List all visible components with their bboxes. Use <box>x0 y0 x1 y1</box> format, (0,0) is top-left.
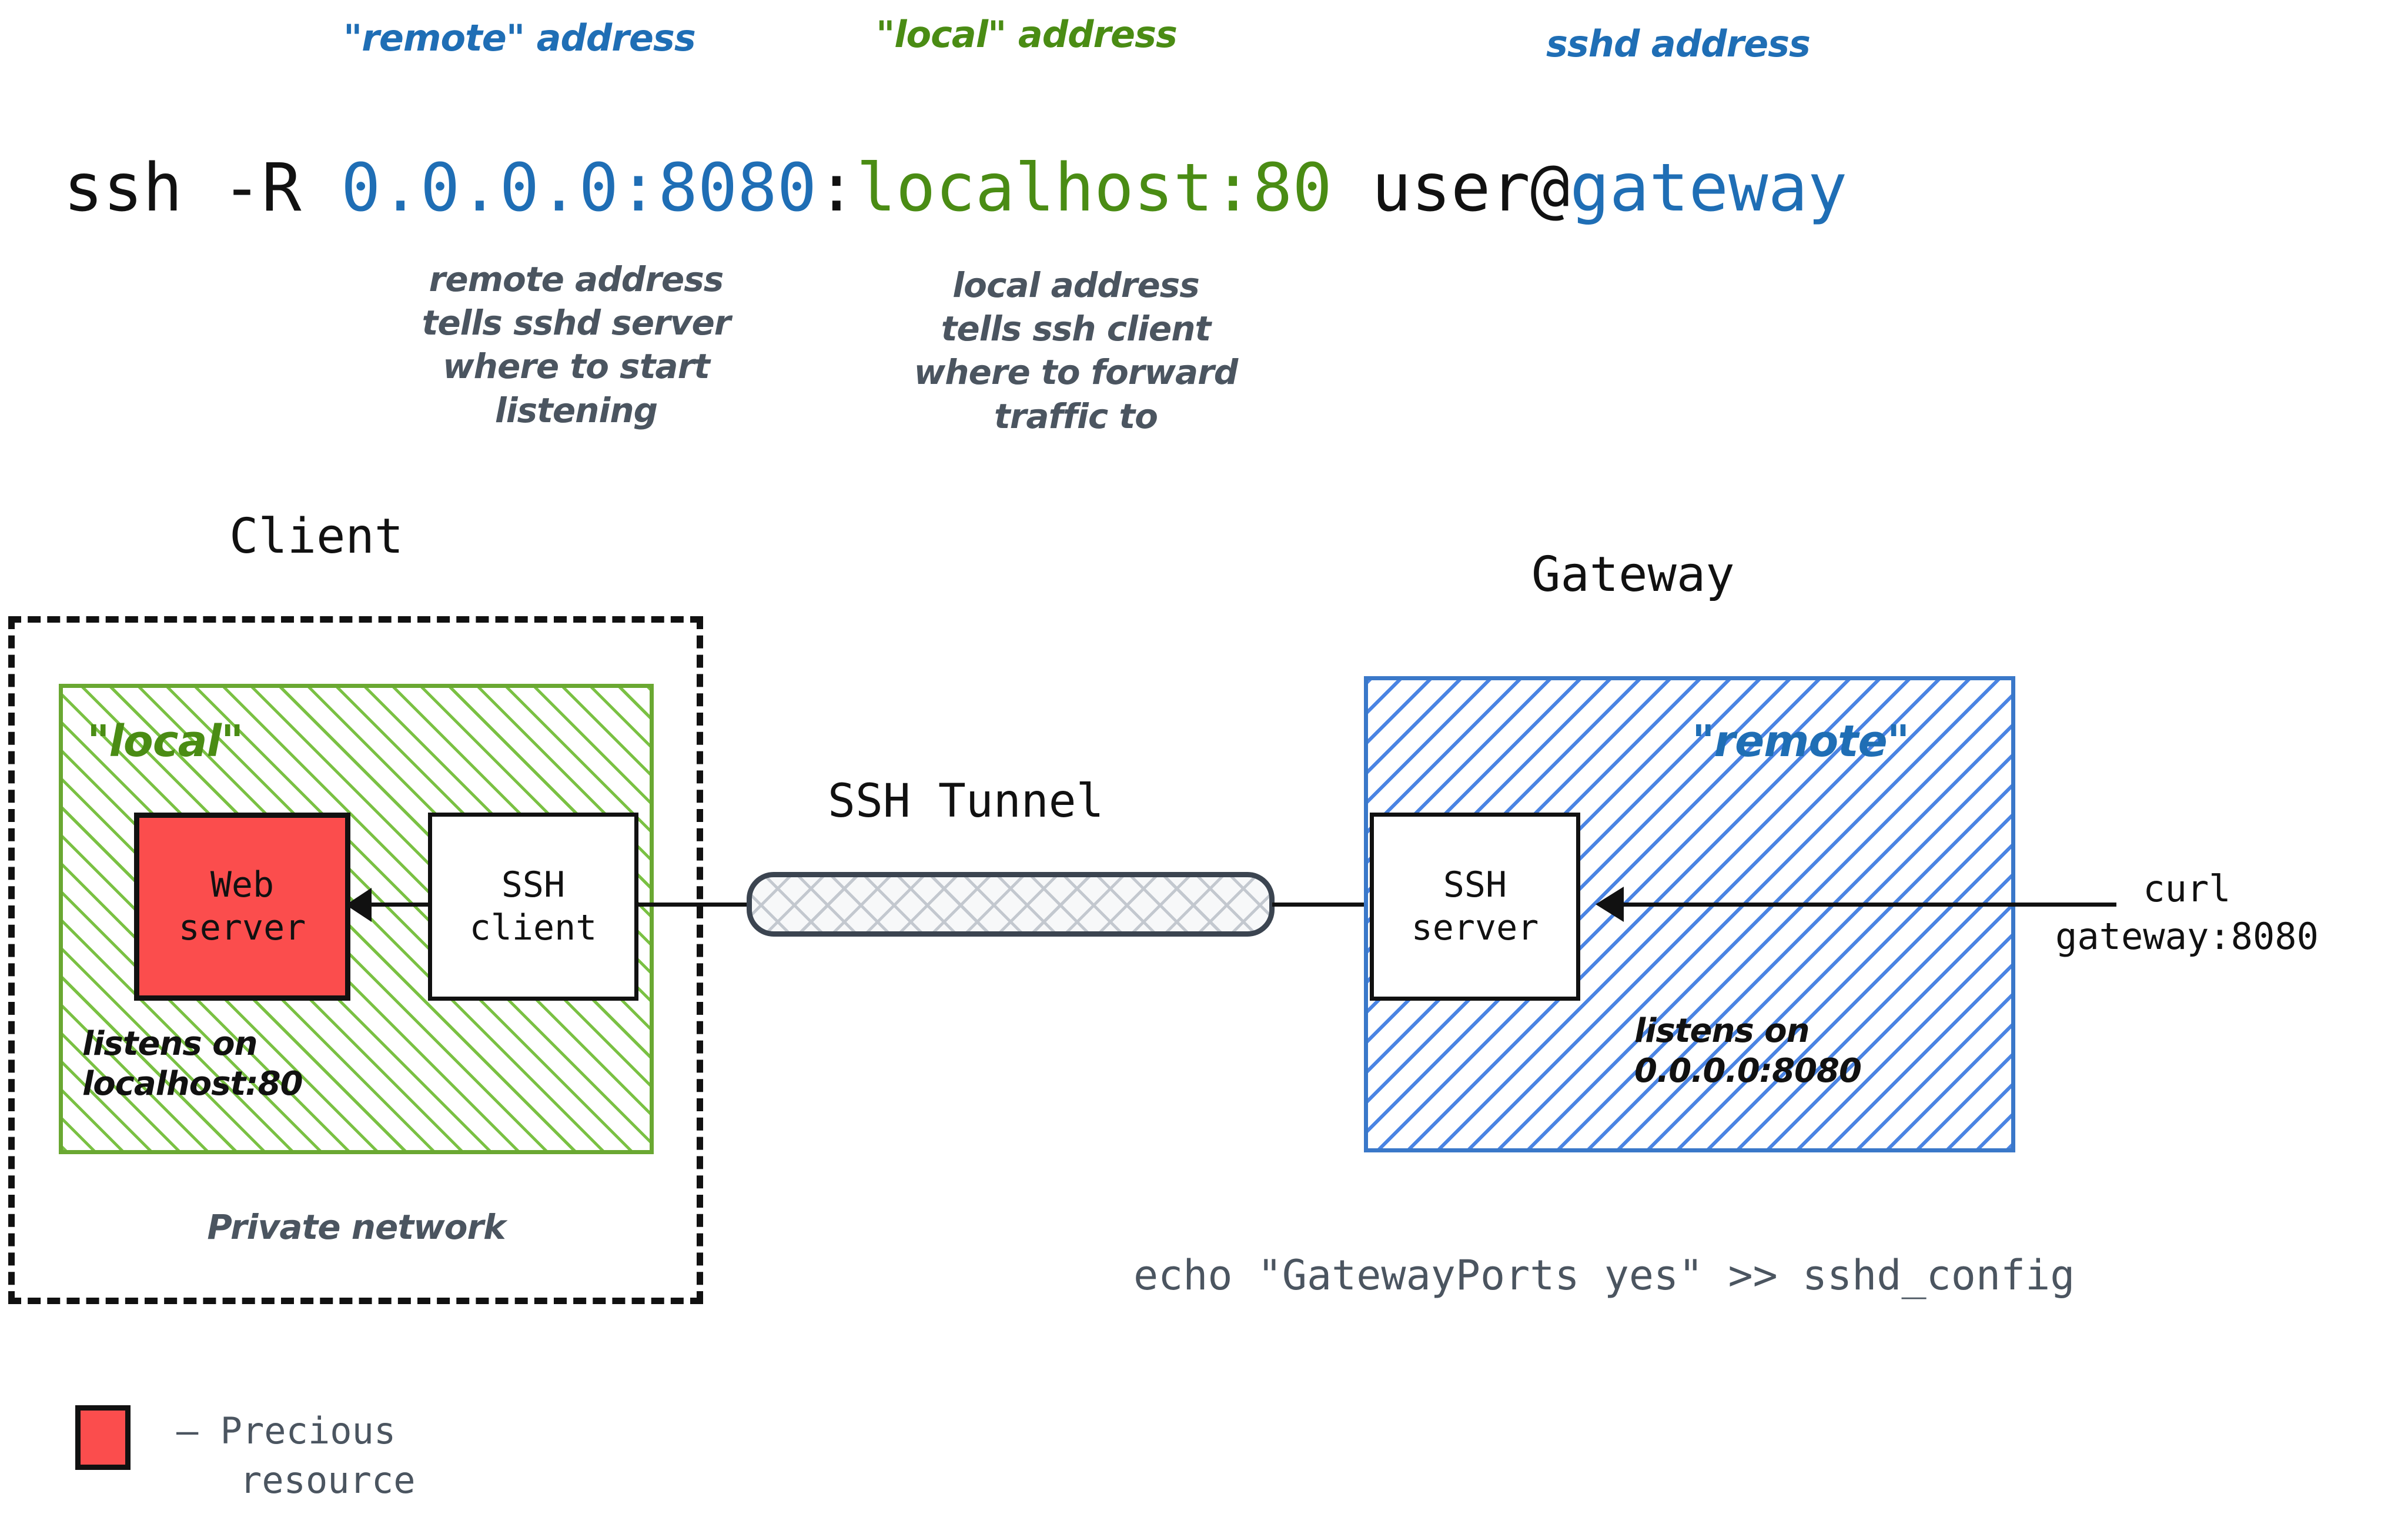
legend-line-2: resource <box>240 1458 416 1502</box>
arrow-curl-to-server-head <box>1596 887 1624 922</box>
legend-line-1: – Precious <box>176 1409 396 1452</box>
curl-line-2: gateway:8080 <box>2055 914 2319 958</box>
private-network-boundary <box>8 616 703 1304</box>
cmd-user: user@ <box>1332 150 1570 226</box>
web-server-label: Web server <box>178 864 306 948</box>
ssh-tunnel <box>747 872 1275 937</box>
gateway-title: Gateway <box>1531 547 1735 603</box>
web-server-listens-note: listens on localhost:80 <box>82 1025 303 1104</box>
remote-zone <box>1364 676 2015 1152</box>
arrow-client-to-webserver-head <box>346 888 372 922</box>
private-network-label: Private network <box>207 1207 506 1247</box>
ssh-command: ssh -R 0.0.0.0:8080:localhost:80 user@ga… <box>63 150 1847 226</box>
ssh-server-label: SSH server <box>1411 864 1539 948</box>
web-server-box: Web server <box>134 813 350 1001</box>
wire-client-to-tunnel <box>638 903 749 907</box>
client-title: Client <box>229 509 404 564</box>
cmd-host: gateway <box>1570 150 1848 226</box>
wire-tunnel-to-server <box>1272 903 1376 907</box>
remote-zone-label: "remote" <box>1692 716 1909 767</box>
label-remote-address: "remote" address <box>343 16 696 59</box>
note-local-address: local address tells ssh client where to … <box>914 265 1239 436</box>
cmd-remote-address: 0.0.0.0:8080 <box>341 150 817 226</box>
local-zone-label: "local" <box>87 716 243 767</box>
curl-command: curl gateway:8080 <box>2055 865 2319 960</box>
gatewayports-command: echo "GatewayPorts yes" >> sshd_config <box>1133 1251 2075 1299</box>
ssh-client-label: SSH client <box>469 864 597 948</box>
cmd-local-address: localhost:80 <box>856 150 1332 226</box>
legend-swatch-precious <box>75 1405 131 1470</box>
curl-line-1: curl <box>2143 867 2231 910</box>
cmd-colon: : <box>817 150 857 226</box>
cmd-prefix: ssh -R <box>63 150 342 226</box>
arrow-curl-to-server-line <box>1623 903 2116 907</box>
label-sshd-address: sshd address <box>1546 22 1811 65</box>
tunnel-label: SSH Tunnel <box>828 775 1104 828</box>
ssh-client-box: SSH client <box>428 813 638 1001</box>
note-remote-address: remote address tells sshd server where t… <box>422 259 731 430</box>
local-zone <box>59 684 654 1154</box>
arrow-client-to-webserver-line <box>364 903 429 907</box>
ssh-server-box: SSH server <box>1370 813 1580 1001</box>
legend-text: – Precious resource <box>176 1406 416 1505</box>
ssh-server-listens-note: listens on 0.0.0.0:8080 <box>1634 1012 1862 1091</box>
label-local-address: "local" address <box>876 13 1178 56</box>
